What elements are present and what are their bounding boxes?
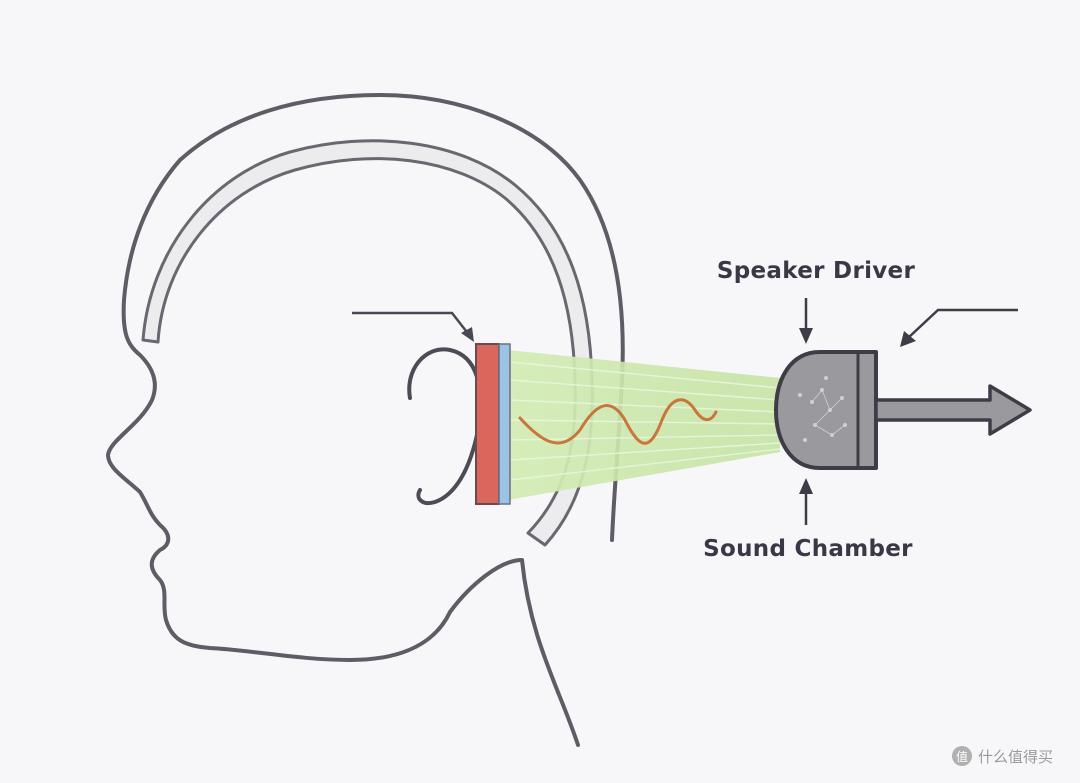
ear-pad (475, 343, 500, 505)
sound-wave (518, 398, 718, 445)
watermark-text: 什么值得买 (978, 748, 1053, 766)
driver-side-pointer-arrowhead (900, 331, 916, 347)
ear (407, 347, 483, 505)
driver-side-pointer-line (907, 308, 1018, 339)
sound-chamber-particles (798, 375, 848, 442)
output-arrow (874, 384, 1032, 436)
head-outline (106, 93, 625, 747)
ear-pad-pointer-arrowhead (461, 327, 474, 342)
speaker-driver-body (774, 350, 878, 470)
sound-beam (508, 350, 780, 500)
watermark: 值 什么值得买 (952, 746, 1053, 766)
watermark-logo-glyph: 值 (956, 749, 968, 764)
ear-pad-inner-layer (498, 343, 511, 505)
sound-beam-lines (509, 361, 781, 481)
speaker-driver-label: Speaker Driver (717, 258, 916, 284)
headband (141, 139, 594, 547)
sound-chamber-pointer-arrowhead (799, 478, 813, 494)
speaker-driver-pointer-arrowhead (799, 328, 813, 344)
ear-pad-pointer-line (352, 311, 471, 337)
watermark-logo-icon (952, 746, 972, 766)
sound-chamber-label: Sound Chamber (703, 536, 913, 562)
